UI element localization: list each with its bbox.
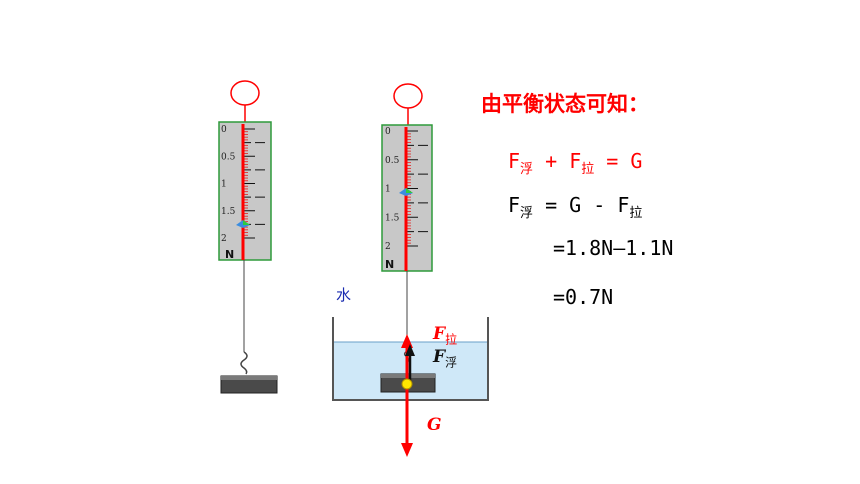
page-title: 由平衡状态可知：: [481, 92, 649, 116]
scale-tick-label: 1: [221, 180, 227, 190]
right-scale-ring: [393, 83, 423, 109]
scale-tick-label: 2: [221, 234, 227, 244]
eq2-term-a: F: [508, 193, 521, 217]
pull-force-label: F拉: [433, 324, 457, 347]
buoyancy-force-sub: 浮: [445, 355, 458, 370]
eq2-term-b: F: [617, 193, 630, 217]
equation-line-4: =0.7N: [553, 285, 614, 309]
pull-force-sub: 拉: [445, 332, 458, 347]
scale-tick-label: 1.5: [221, 207, 236, 217]
scale-unit-label: N: [225, 248, 234, 261]
force-arrows: [401, 334, 415, 457]
scale-tick-label: 1: [385, 185, 391, 195]
scale-tick-label: 0: [221, 125, 227, 135]
scale-tick-label: 0: [385, 127, 391, 137]
left-hook: [240, 351, 248, 375]
scale-tick-label: 2: [385, 242, 391, 252]
equation-line-2: F浮 = G - F拉: [508, 193, 642, 221]
buoyancy-force-letter: F: [433, 347, 446, 367]
left-spring-scale: 0 0.5 1 1.5 2N: [218, 80, 278, 394]
equation-line-3: =1.8N—1.1N: [553, 236, 674, 260]
eq1-rest: = G: [594, 149, 643, 173]
scale-unit-label: N: [385, 258, 394, 271]
eq1-term-b-sub: 拉: [581, 162, 595, 177]
water-label: 水: [336, 286, 352, 304]
eq1-term-b: F: [569, 149, 582, 173]
left-scale-ring: [230, 80, 260, 106]
beaker-walls: [332, 317, 489, 401]
scale-tick-label: 0.5: [221, 152, 236, 162]
center-of-mass-dot: [401, 378, 413, 390]
scale-tick-label: 1.5: [385, 213, 400, 223]
eq1-op: +: [533, 149, 570, 173]
eq2-mid: = G -: [533, 193, 618, 217]
right-spring-scale: 0 0.5 1 1.5 2N: [381, 83, 433, 342]
eq1-term-a: F: [508, 149, 521, 173]
equation-line-1: F浮 + F拉 = G: [508, 149, 642, 177]
pull-force-letter: F: [433, 324, 446, 344]
eq2-term-a-sub: 浮: [520, 206, 534, 221]
eq2-term-b-sub: 拉: [629, 206, 643, 221]
scale-tick-label: 0.5: [385, 156, 400, 166]
buoyancy-force-label: F浮: [433, 347, 457, 370]
eq1-term-a-sub: 浮: [520, 162, 534, 177]
gravity-force-label: G: [427, 415, 442, 435]
